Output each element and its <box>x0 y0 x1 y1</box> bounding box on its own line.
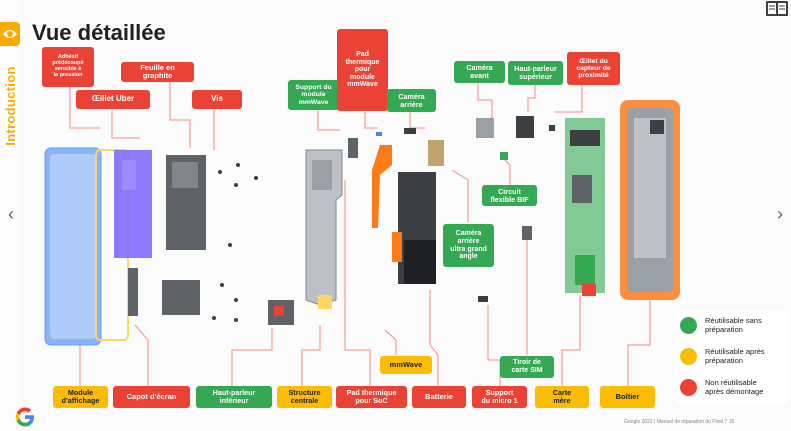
label-oeillet-capteur: Œillet du capteur de proximité <box>567 52 620 85</box>
label-pad-soc: Pad thermique pour SoC <box>336 386 407 408</box>
footer-text: Google 2022 | Manuel de réparation du Pi… <box>624 419 735 425</box>
label-batterie: Batterie <box>412 386 466 408</box>
page-title: Vue détaillée <box>32 20 166 45</box>
legend-item: Non réutilisable après démontage <box>680 378 763 396</box>
label-camera-avant: Caméra avant <box>454 61 505 83</box>
chevron-right-icon[interactable]: › <box>777 204 783 224</box>
label-oeillet-uber: Œillet Uber <box>76 90 150 109</box>
label-feuille-graphite: Feuille en graphite <box>121 62 194 82</box>
label-pad-mmwave: Pad thermique pour module mmWave <box>337 29 388 111</box>
label-support-micro: Support du micro 1 <box>472 386 527 408</box>
label-carte-mere: Carte mère <box>535 386 589 408</box>
eye-icon <box>0 22 20 46</box>
label-vis: Vis <box>192 90 242 109</box>
book-icon[interactable] <box>765 0 789 17</box>
label-adhesif: Adhésif prédécoupé sensible à la pressio… <box>42 47 94 87</box>
google-logo <box>14 406 36 428</box>
label-tiroir-sim: Tiroir de carte SIM <box>500 356 554 378</box>
label-haut-parleur-sup: Haut-parleur supérieur <box>508 61 563 85</box>
legend-item: Réutilisable sans préparation <box>680 316 762 334</box>
label-haut-parleur-inf: Haut-parleur inférieur <box>196 386 272 408</box>
leader-lines <box>69 82 651 387</box>
legend-dot-green <box>680 316 697 334</box>
label-capot-ecran: Capot d'écran <box>113 386 190 408</box>
label-support-mmwave: Support du module mmWave <box>288 80 339 110</box>
legend-text: Non réutilisable après démontage <box>705 378 764 396</box>
legend-dot-yellow <box>680 347 697 365</box>
label-circuit-bif: Circuit flexible BIF <box>482 185 537 206</box>
sidebar: Introduction <box>0 0 22 431</box>
legend-text: Réutilisable après préparation <box>705 347 765 365</box>
label-module-affichage: Module d'affichage <box>53 386 108 408</box>
label-camera-ultra: Caméra arrière ultra grand angle <box>443 224 494 267</box>
legend-text: Réutilisable sans préparation <box>705 316 762 334</box>
legend-dot-red <box>680 378 697 396</box>
label-structure-centrale: Structure centrale <box>277 386 332 408</box>
legend-item: Réutilisable après préparation <box>680 347 765 365</box>
label-mmwave: mmWave <box>380 356 432 374</box>
label-boitier: Boîtier <box>600 386 655 408</box>
chevron-left-icon[interactable]: ‹ <box>8 204 14 224</box>
legend: Réutilisable sans préparation Réutilisab… <box>676 310 788 404</box>
label-camera-arriere: Caméra arrière <box>387 89 436 112</box>
